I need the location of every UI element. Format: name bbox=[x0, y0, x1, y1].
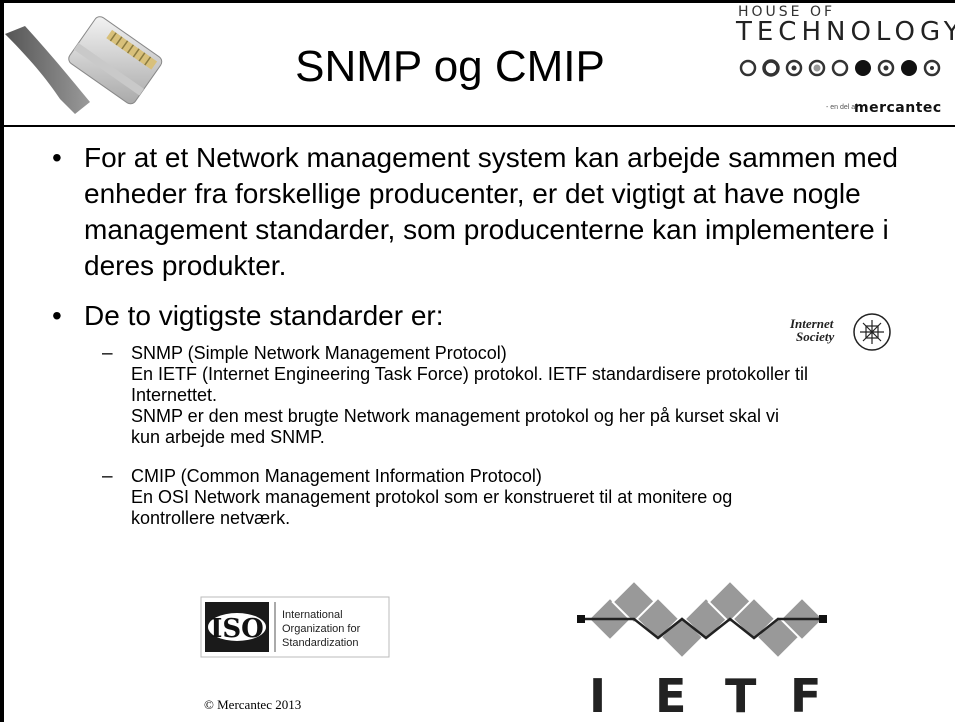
iso-name-line: Organization for bbox=[282, 623, 361, 635]
internet-society-logo: Internet Society bbox=[789, 313, 891, 351]
logo-house-of: HOUSE OF bbox=[738, 4, 836, 20]
ietf-letter: F bbox=[790, 669, 821, 720]
sub-bullet-marker: – bbox=[102, 343, 113, 364]
sub-item-line: En OSI Network management protokol som e… bbox=[131, 487, 733, 528]
header-divider bbox=[0, 125, 955, 127]
ietf-letter: I bbox=[589, 669, 606, 720]
network-cable-icon bbox=[5, 16, 163, 114]
bullet-text: For at et Network management system kan … bbox=[84, 142, 898, 281]
isoc-word-internet: Internet bbox=[789, 316, 834, 331]
bullet-marker: • bbox=[52, 142, 62, 173]
ietf-logo: I E T F bbox=[577, 579, 827, 720]
sub-item-line: En IETF (Internet Engineering Task Force… bbox=[131, 364, 808, 405]
bullet-text: De to vigtigste standarder er: bbox=[84, 300, 444, 331]
ietf-letter: E bbox=[655, 669, 686, 720]
sub-item-snmp: SNMP (Simple Network Management Protocol… bbox=[131, 343, 811, 448]
iso-acronym: ISO bbox=[210, 614, 264, 644]
copyright-footer: © Mercantec 2013 bbox=[204, 697, 302, 712]
bullet-marker: • bbox=[52, 300, 62, 331]
logo-technology: TECHNOLOGY bbox=[736, 17, 955, 47]
iso-logo: ISO International Organization for Stand… bbox=[200, 596, 390, 658]
sub-bullet-marker: – bbox=[102, 466, 113, 487]
slide-title: SNMP og CMIP bbox=[295, 42, 605, 91]
isoc-word-society: Society bbox=[796, 329, 834, 344]
slide-frame-top bbox=[0, 0, 955, 3]
slide-frame-left bbox=[0, 0, 4, 722]
house-of-technology-logo: HOUSE OF TECHNOLOGY - en del af mercante… bbox=[726, 4, 955, 122]
sub-item-line: SNMP er den mest brugte Network manageme… bbox=[131, 406, 779, 447]
sub-item-line: SNMP (Simple Network Management Protocol… bbox=[131, 343, 507, 363]
logo-dots bbox=[739, 59, 941, 77]
iso-name-line: Standardization bbox=[282, 637, 358, 649]
sub-item-cmip: CMIP (Common Management Information Prot… bbox=[131, 466, 811, 529]
ietf-letter: T bbox=[725, 669, 757, 720]
logo-byline: - en del af bbox=[826, 104, 858, 111]
sub-item-line: CMIP (Common Management Information Prot… bbox=[131, 466, 542, 486]
iso-name-line: International bbox=[282, 609, 343, 621]
logo-brand: mercantec bbox=[854, 100, 942, 116]
